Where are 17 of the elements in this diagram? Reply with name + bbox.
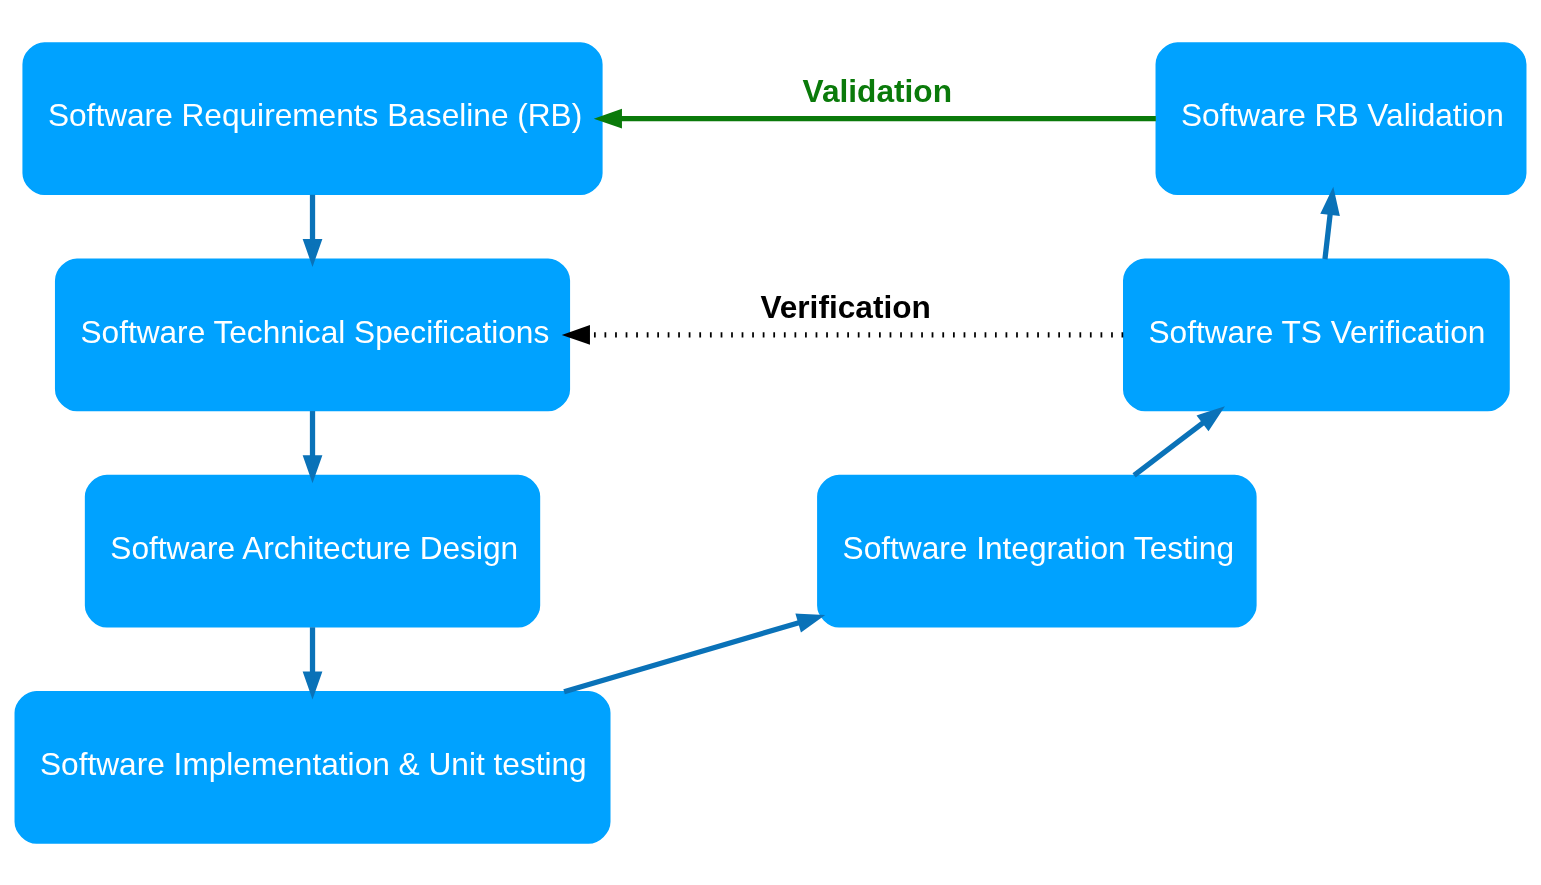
node-box: Software RB Validation (1155, 41, 1527, 195)
edge-label: Validation (802, 72, 952, 109)
arrow (302, 410, 323, 483)
arrow (561, 324, 1124, 345)
arrow (1320, 186, 1340, 259)
arrow (563, 613, 826, 694)
arrow (593, 108, 1156, 128)
node-box: Software Technical Specifications (54, 257, 571, 411)
node-box: Software Integration Testing (817, 474, 1257, 628)
node-box: Software TS Verification (1123, 257, 1510, 411)
node-box: Software Requirements Baseline (RB) (22, 41, 603, 195)
arrow (302, 194, 323, 267)
edge-label: Verification (760, 288, 931, 325)
arrow (1132, 405, 1225, 477)
node-box: Software Implementation & Unit testing (14, 690, 611, 844)
node-box: Software Architecture Design (84, 474, 541, 628)
arrow (302, 626, 323, 700)
